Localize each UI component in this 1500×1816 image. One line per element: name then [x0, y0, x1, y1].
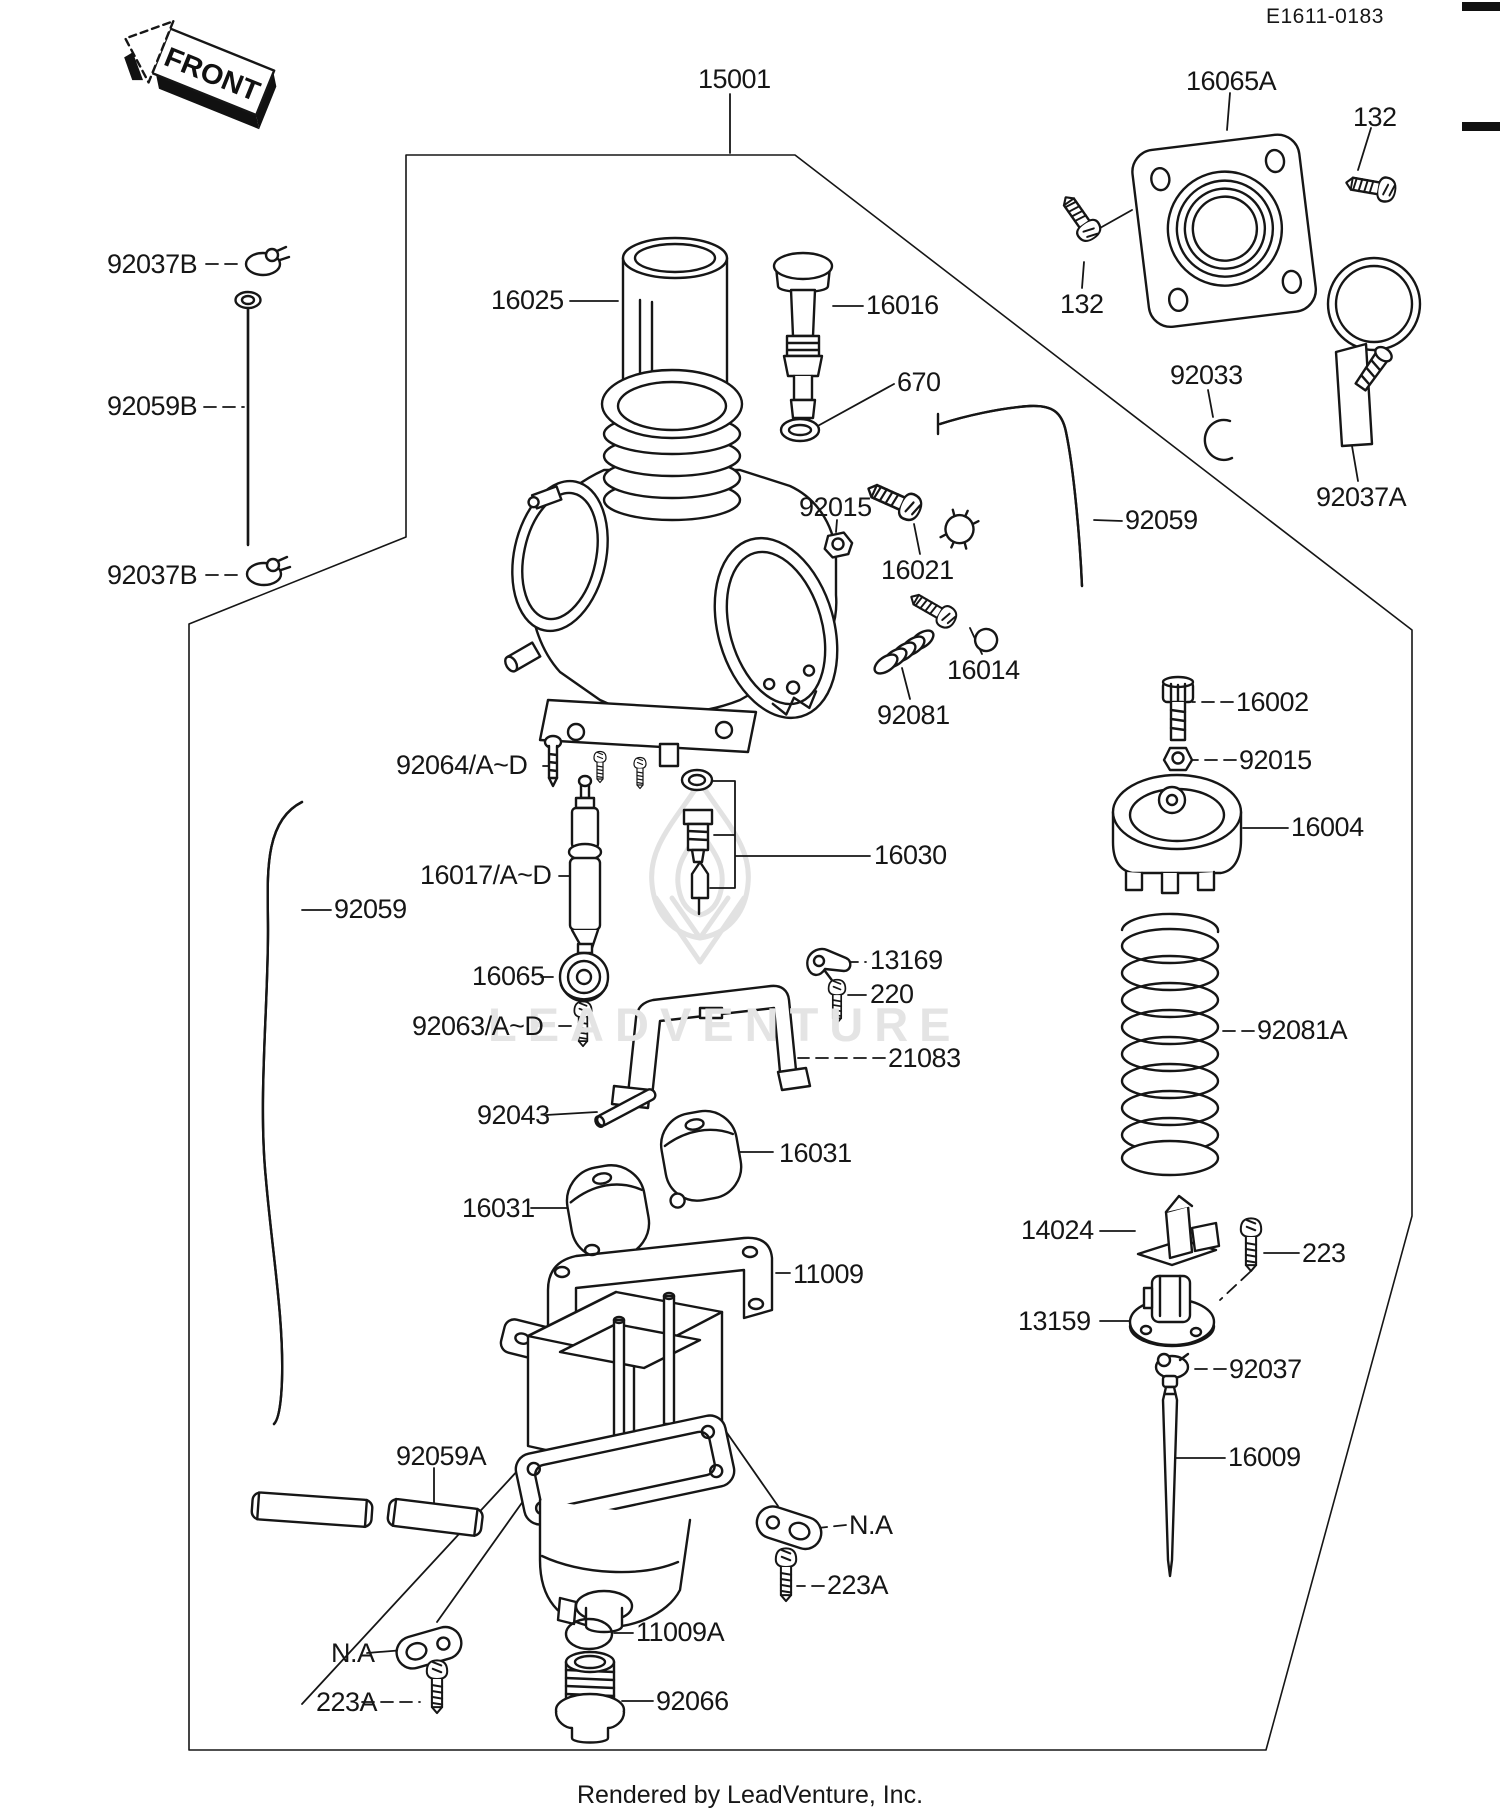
hose-92059-left-drawing — [261, 800, 304, 1426]
part-label-92081A[interactable]: 92081A — [1257, 1015, 1348, 1045]
bolt-132-right-drawing — [1342, 169, 1399, 205]
carburetor-body-drawing — [504, 368, 839, 790]
part-label-223[interactable]: 223 — [1302, 1238, 1346, 1268]
air-screw-16021-drawing — [861, 475, 980, 550]
corner-mark-bottom — [1462, 122, 1500, 131]
screw-223a-left-drawing — [425, 1659, 449, 1715]
front-arrow: FRONT — [124, 20, 277, 130]
hose-92059a-right-drawing — [386, 1497, 484, 1537]
part-label-16065[interactable]: 16065 — [472, 961, 545, 991]
part-label-16031-right[interactable]: 16031 — [779, 1138, 852, 1168]
spring-92081a-drawing — [1120, 912, 1220, 1177]
oring-11009a-drawing — [564, 1617, 614, 1651]
part-label-16014[interactable]: 16014 — [947, 655, 1020, 685]
part-label-92066[interactable]: 92066 — [656, 1686, 729, 1716]
part-label-92015-center[interactable]: 92015 — [799, 492, 872, 522]
part-label-670[interactable]: 670 — [897, 367, 941, 397]
part-label-220[interactable]: 220 — [870, 979, 914, 1009]
part-label-16065A[interactable]: 16065A — [1186, 66, 1277, 96]
intake-holder-drawing — [1131, 133, 1318, 329]
cable-adjuster-16002-drawing — [1161, 675, 1195, 742]
screw-92064-drawing — [543, 734, 563, 788]
vent-tube-92059b-drawing — [234, 290, 262, 547]
part-label-92037B-top[interactable]: 92037B — [107, 249, 198, 279]
needle-valve-13159-drawing — [1128, 1274, 1216, 1348]
part-label-NA-left[interactable]: N.A — [331, 1638, 375, 1668]
starter-plunger-drawing — [772, 251, 834, 430]
part-label-92015-right[interactable]: 92015 — [1239, 745, 1312, 775]
float-16031-right-drawing — [659, 1109, 743, 1209]
part-label-92063AD[interactable]: 92063/A~D — [412, 1011, 544, 1041]
part-label-92059A[interactable]: 92059A — [396, 1441, 487, 1471]
part-label-15001[interactable]: 15001 — [698, 64, 771, 94]
needle-jet-16017-drawing — [567, 774, 603, 955]
part-label-92037B-bottom[interactable]: 92037B — [107, 560, 198, 590]
oring-670-drawing — [779, 417, 821, 443]
part-label-92043[interactable]: 92043 — [477, 1100, 550, 1130]
clamp-92037a-drawing — [1326, 256, 1422, 448]
part-label-16004[interactable]: 16004 — [1291, 812, 1364, 842]
render-credit: Rendered by LeadVenture, Inc. — [576, 1781, 924, 1809]
part-label-16031-left[interactable]: 16031 — [462, 1193, 535, 1223]
hose-92059-right-drawing — [936, 404, 1084, 588]
part-label-92064AD[interactable]: 92064/A~D — [396, 750, 528, 780]
part-label-223A-left[interactable]: 223A — [316, 1687, 378, 1717]
hose-92059a-left-drawing — [250, 1491, 374, 1529]
part-label-11009A[interactable]: 11009A — [636, 1617, 725, 1647]
float-bowl-drawing — [514, 1290, 736, 1634]
drain-plug-92066-drawing — [554, 1650, 626, 1744]
bracket-na-right-drawing — [755, 1505, 823, 1551]
part-label-223A-right[interactable]: 223A — [827, 1570, 889, 1600]
clip-92037-drawing — [1154, 1352, 1190, 1380]
screw-223-drawing — [1239, 1217, 1263, 1273]
part-label-16021[interactable]: 16021 — [881, 555, 954, 585]
part-label-13169[interactable]: 13169 — [870, 945, 943, 975]
spring-92081-drawing — [873, 629, 935, 675]
leadventure-watermark-logo — [649, 779, 751, 965]
part-label-NA-right[interactable]: N.A — [849, 1510, 893, 1540]
mixing-chamber-cap-16004-drawing — [1111, 773, 1243, 895]
jet-needle-16009-drawing — [1161, 1374, 1179, 1578]
part-label-132-left[interactable]: 132 — [1060, 289, 1104, 319]
part-label-21083[interactable]: 21083 — [888, 1043, 961, 1073]
part-label-13159[interactable]: 13159 — [1018, 1306, 1091, 1336]
leadventure-watermark-text: LEADVENTURE — [488, 998, 962, 1051]
corner-mark-top — [1462, 2, 1500, 11]
screw-223a-right-drawing — [774, 1547, 798, 1603]
part-label-16017AD[interactable]: 16017/A~D — [420, 860, 552, 890]
drawing-code: E1611-0183 — [1266, 5, 1384, 28]
nut-92015-right-drawing — [1162, 746, 1194, 772]
part-label-132-right[interactable]: 132 — [1353, 102, 1397, 132]
part-label-16025[interactable]: 16025 — [491, 285, 564, 315]
leader-lines — [203, 92, 1372, 1705]
part-label-92059-right[interactable]: 92059 — [1125, 505, 1198, 535]
part-label-16016[interactable]: 16016 — [866, 290, 939, 320]
part-label-92037A[interactable]: 92037A — [1316, 482, 1407, 512]
circlip-92033-drawing — [1203, 418, 1234, 462]
clamp-92037b-bottom-drawing — [245, 555, 292, 587]
part-label-92037[interactable]: 92037 — [1229, 1354, 1302, 1384]
part-label-92033[interactable]: 92033 — [1170, 360, 1243, 390]
part-label-16009[interactable]: 16009 — [1228, 1442, 1301, 1472]
part-label-92059B[interactable]: 92059B — [107, 391, 198, 421]
bolt-132-left-drawing — [1054, 189, 1106, 246]
part-label-92059-left[interactable]: 92059 — [334, 894, 407, 924]
idle-screw-16014-drawing — [904, 586, 999, 653]
guide-holder-14024-drawing — [1136, 1194, 1221, 1267]
part-label-14024[interactable]: 14024 — [1021, 1215, 1094, 1245]
part-label-92081[interactable]: 92081 — [877, 700, 950, 730]
throttle-slide-drawing — [621, 236, 729, 403]
bearing-16065-drawing — [558, 951, 610, 1003]
part-label-11009[interactable]: 11009 — [793, 1259, 864, 1289]
jet-set-16030-drawing — [680, 768, 714, 916]
assembly-envelope-outline — [188, 154, 1413, 1751]
clamp-92037b-top-drawing — [244, 245, 291, 277]
part-label-16002[interactable]: 16002 — [1236, 687, 1309, 717]
clip-13169-drawing — [806, 947, 852, 985]
float-pin-92043-drawing — [594, 1088, 657, 1128]
part-label-16030[interactable]: 16030 — [874, 840, 947, 870]
